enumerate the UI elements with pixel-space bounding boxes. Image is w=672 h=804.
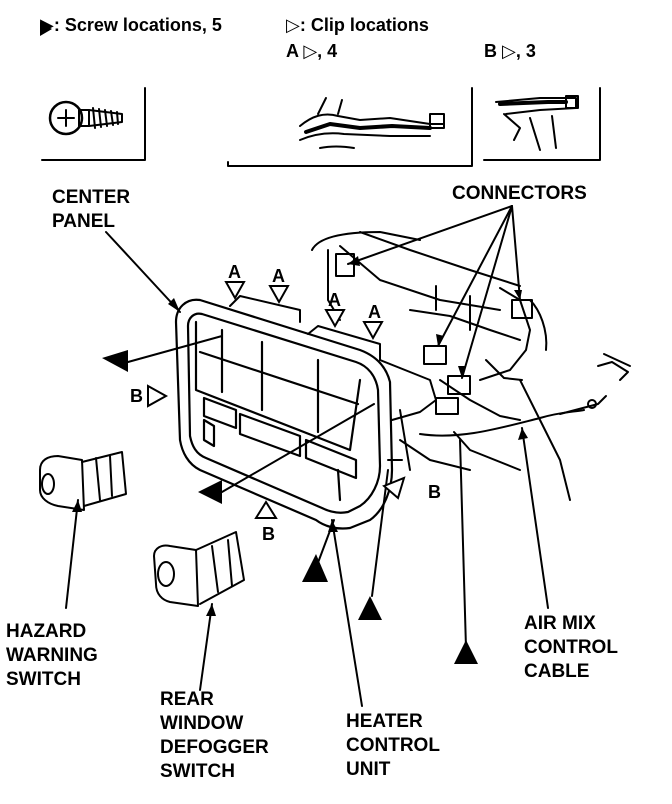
label-center-panel: CENTER PANEL	[52, 187, 131, 232]
screw-marker-4	[358, 596, 382, 620]
clip-marker-a4	[362, 321, 384, 341]
clip-marker-a1	[224, 281, 246, 301]
screw-marker-1	[102, 350, 128, 372]
screw-location-markers	[40, 22, 478, 664]
clip-letter-b-1: B	[130, 386, 143, 406]
label-rear-window-defogger-switch: REAR WINDOW DEFOGGER SWITCH	[160, 689, 269, 782]
connector-5	[435, 397, 459, 415]
connector-1	[335, 253, 355, 277]
clip-letter-b-3: B	[428, 482, 441, 502]
dashboard-frame	[311, 231, 571, 501]
center-panel-outline	[174, 298, 394, 530]
legend-clip-locations: ▷: Clip locations	[286, 15, 429, 35]
screw-marker-5	[454, 640, 478, 664]
clip-marker-a3	[324, 309, 346, 329]
screw-detail-icon	[48, 100, 123, 136]
inset-frames	[41, 87, 601, 167]
legend-screw-locations: ▶: Screw locations, 5	[40, 15, 222, 35]
hazard-switch-part	[39, 451, 127, 511]
leader-lines	[65, 205, 549, 707]
legend-clip-b-count: B ▷, 3	[484, 41, 536, 61]
legend-screw-marker	[40, 22, 52, 36]
legend-clip-a-count: A ▷, 4	[286, 41, 338, 61]
connectors-group	[335, 253, 533, 415]
clip-letter-a-1: A	[228, 262, 241, 282]
clip-marker-b3	[382, 476, 406, 500]
clip-letter-b-2: B	[262, 524, 275, 544]
clip-marker-b2	[254, 500, 278, 519]
screw-marker-2	[198, 480, 222, 504]
screw-leaders	[127, 335, 467, 649]
label-air-mix-control-cable: AIR MIX CONTROL CABLE	[524, 613, 618, 682]
screw-marker-3	[302, 554, 328, 582]
clip-marker-b1	[147, 384, 169, 408]
defogger-switch-part	[153, 531, 245, 607]
connector-4	[447, 375, 471, 395]
clip-a-detail-icon	[299, 97, 445, 149]
label-connectors: CONNECTORS	[452, 183, 587, 204]
leader-arrowheads	[72, 256, 528, 616]
label-hazard-warning-switch: HAZARD WARNING SWITCH	[6, 621, 98, 690]
label-heater-control-unit: HEATER CONTROL UNIT	[346, 711, 440, 780]
connector-2	[511, 299, 533, 319]
clip-letter-a-2: A	[272, 266, 285, 286]
air-mix-cable-line	[419, 353, 631, 437]
panel-housing	[229, 295, 437, 471]
clip-location-markers	[147, 281, 406, 519]
clip-b-detail-icon	[495, 95, 579, 151]
clip-marker-a2	[268, 285, 290, 305]
connector-3	[423, 345, 447, 365]
clip-letter-a-4: A	[368, 302, 381, 322]
